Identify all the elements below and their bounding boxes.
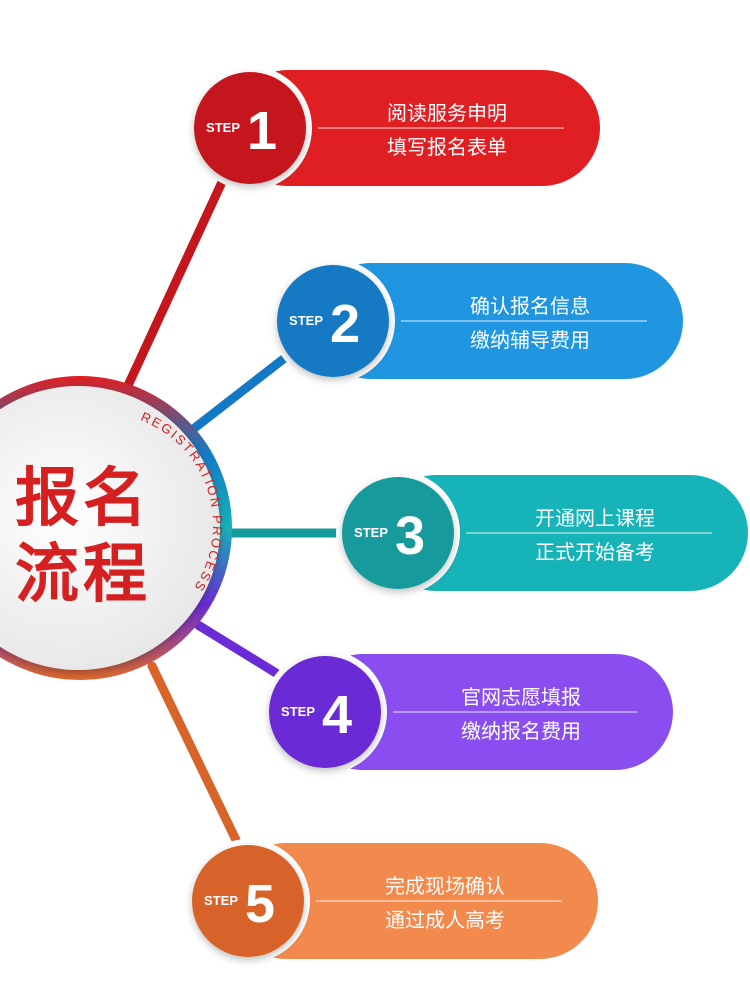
- step-2-label: STEP: [289, 313, 323, 328]
- step-1-label: STEP: [206, 120, 240, 135]
- step-2-line2: 缴纳辅导费用: [470, 328, 590, 352]
- step-2-line1: 确认报名信息: [470, 294, 590, 318]
- connector-step-5: [147, 661, 241, 845]
- step-1-badge: [194, 72, 306, 184]
- step-5-label: STEP: [204, 893, 238, 908]
- step-1-line2: 填写报名表单: [387, 135, 507, 159]
- connector-step-4: [193, 620, 281, 678]
- step-5-line2: 通过成人高考: [385, 908, 505, 932]
- step-2-number: 2: [330, 294, 360, 354]
- hub-title-line1: 报名: [15, 462, 151, 536]
- step-1-line1: 阅读服务申明: [387, 101, 507, 125]
- hub-title-line2: 流程: [15, 538, 151, 612]
- step-4-line1: 官网志愿填报: [461, 685, 581, 709]
- connector-step-1: [120, 177, 227, 397]
- step-4-number: 4: [322, 685, 352, 745]
- step-3-badge: [342, 477, 454, 589]
- step-5-number: 5: [245, 874, 275, 934]
- hub: 报名 流程 REGISTRATION PROCESS: [0, 376, 232, 680]
- connector-step-2: [187, 352, 291, 435]
- step-2-badge: [277, 265, 389, 377]
- step-3-number: 3: [395, 506, 425, 566]
- step-3-label: STEP: [354, 525, 388, 540]
- step-5-line1: 完成现场确认: [385, 874, 505, 898]
- step-3-line1: 开通网上课程: [535, 506, 655, 530]
- step-1-number: 1: [247, 101, 277, 161]
- step-4-line2: 缴纳报名费用: [461, 719, 581, 743]
- step-4-badge: [269, 656, 381, 768]
- step-4-label: STEP: [281, 704, 315, 719]
- step-3-line2: 正式开始备考: [535, 540, 655, 564]
- step-5-badge: [192, 845, 304, 957]
- hub-circle: [0, 386, 220, 670]
- connectors: [120, 177, 349, 845]
